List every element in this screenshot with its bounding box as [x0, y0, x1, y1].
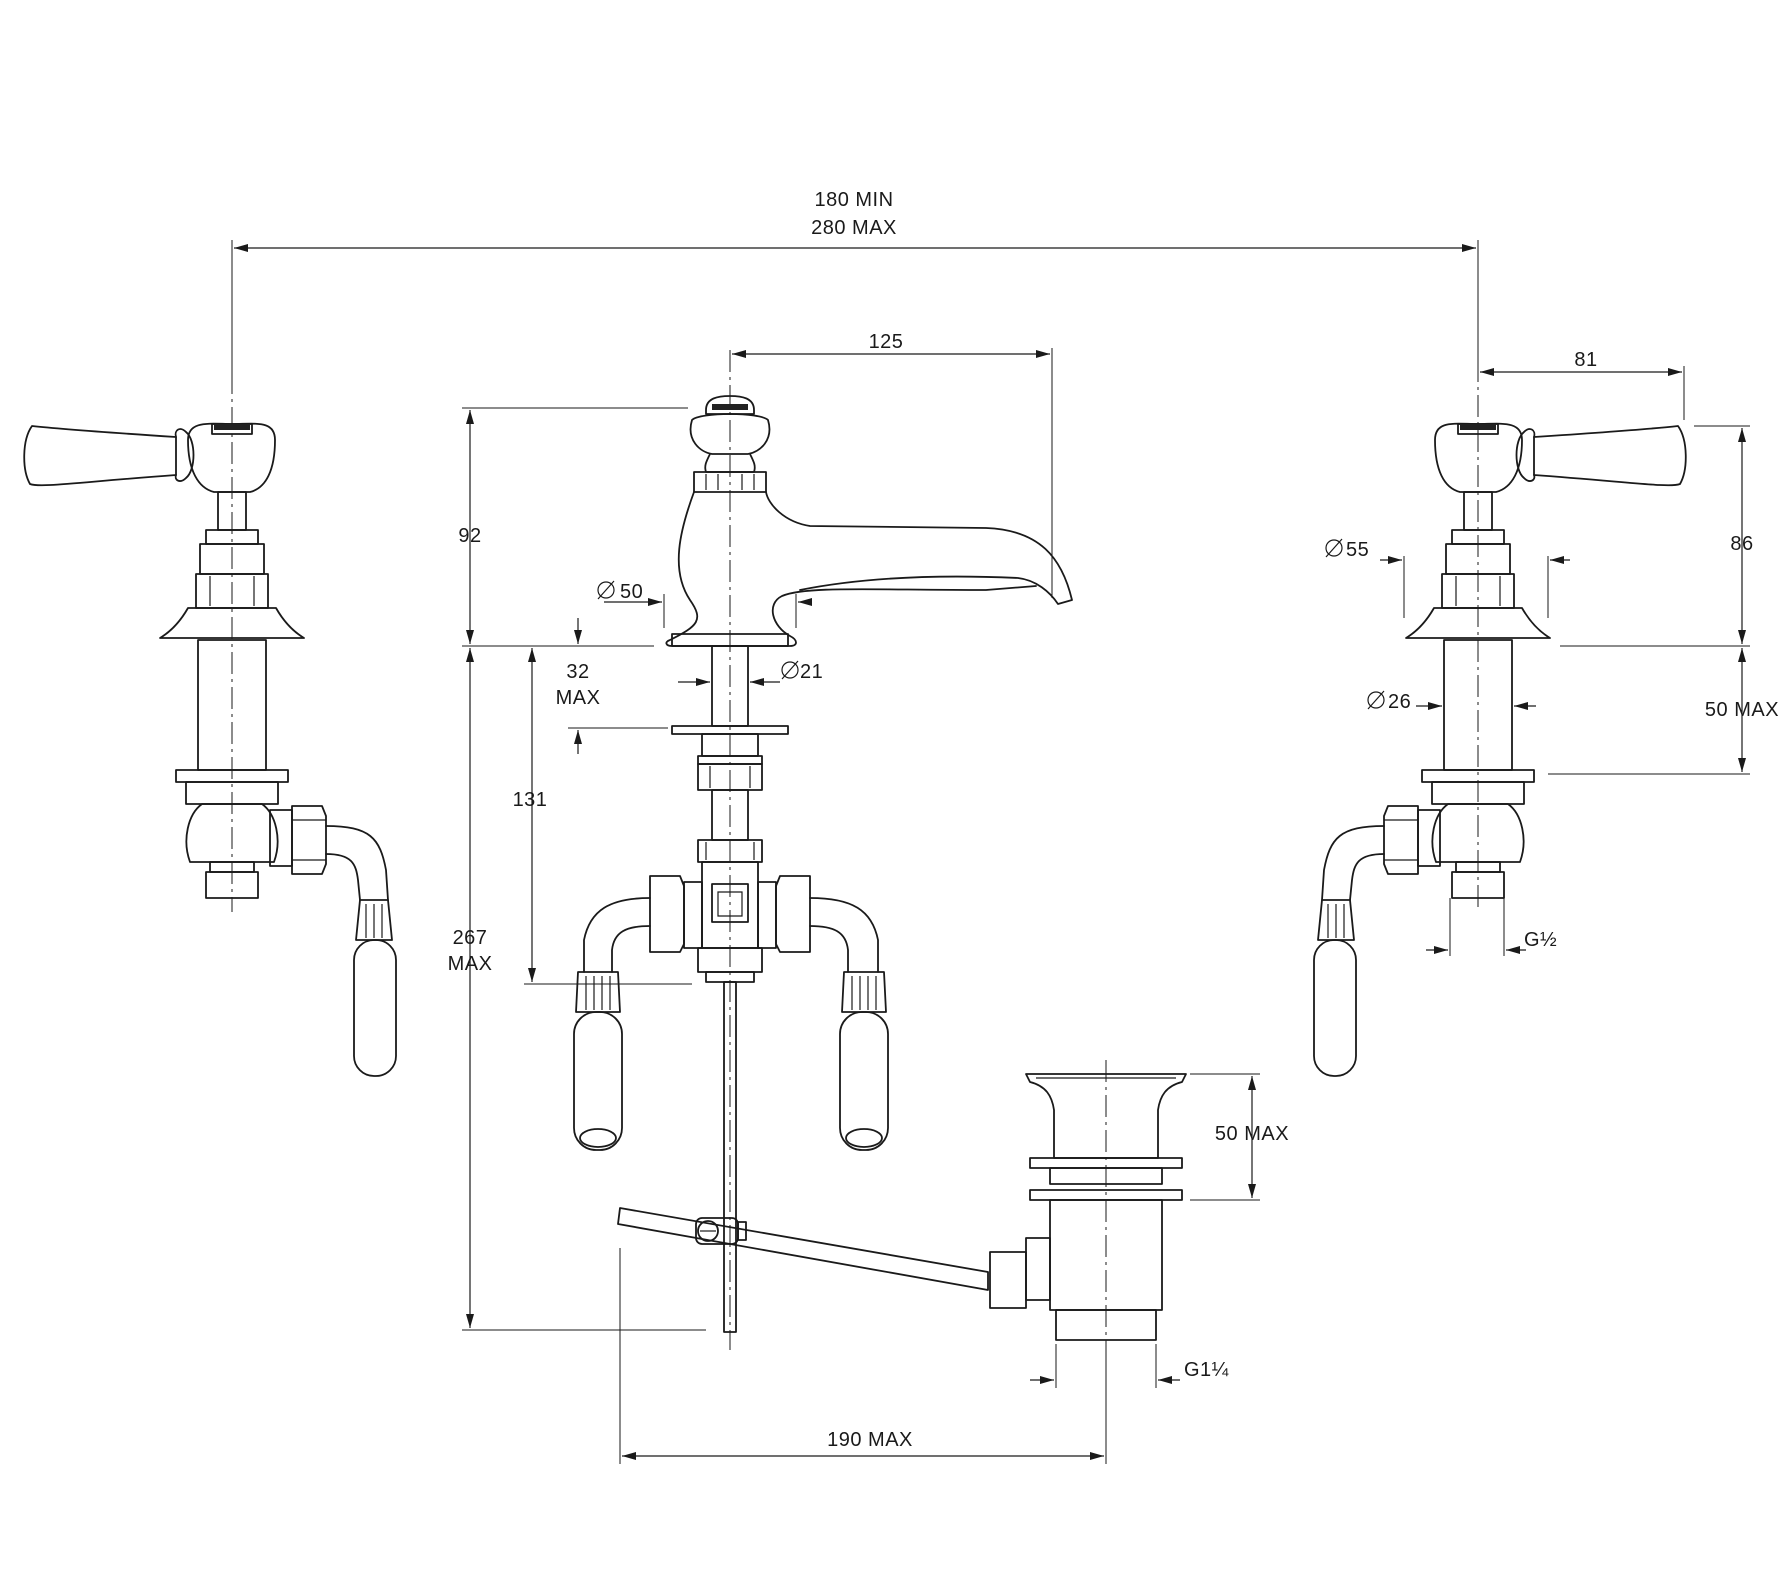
dimension-lines [231, 240, 1750, 1464]
spout-height-label: 92 [458, 525, 481, 547]
diameter-icon [1367, 690, 1385, 710]
handle-shank-dia-label: 26 [1388, 691, 1411, 713]
pop-up-waste [989, 1060, 1187, 1366]
handle-thread-label: G½ [1524, 929, 1557, 951]
diameter-symbols [597, 538, 1385, 710]
handle-height-label: 86 [1730, 533, 1753, 555]
spout-assembly [573, 350, 1073, 1350]
waste-height-label: 50 MAX [1215, 1123, 1289, 1145]
handle-shank-length-label: 50 MAX [1705, 699, 1779, 721]
spout-shank-dia-label: 21 [800, 661, 823, 683]
handle-length-label: 81 [1574, 349, 1597, 371]
diameter-icon [781, 660, 799, 680]
spout-body-length-label: 131 [513, 789, 548, 811]
spout-base-dia-label: 50 [620, 581, 643, 603]
spread-min-label: 180 MIN [814, 189, 893, 211]
total-height-max-label: MAX [448, 953, 493, 975]
spout-reach-label: 125 [869, 331, 904, 353]
waste-offset-label: 190 MAX [827, 1429, 913, 1451]
diameter-icon [597, 580, 615, 600]
handle-base-dia-label: 55 [1346, 539, 1369, 561]
right-handle-assembly [1313, 360, 1687, 1077]
spread-max-label: 280 MAX [811, 217, 897, 239]
diameter-icon [1325, 538, 1343, 558]
dimension-labels: 180 MIN 280 MAX 125 81 92 86 50 21 55 26… [448, 189, 1779, 1451]
left-handle-assembly [23, 372, 397, 1077]
deck-thickness-label: 32 [566, 661, 589, 683]
waste-thread-label: G1¼ [1184, 1359, 1229, 1381]
total-height-label: 267 [453, 927, 488, 949]
deck-thickness-max-label: MAX [556, 687, 601, 709]
